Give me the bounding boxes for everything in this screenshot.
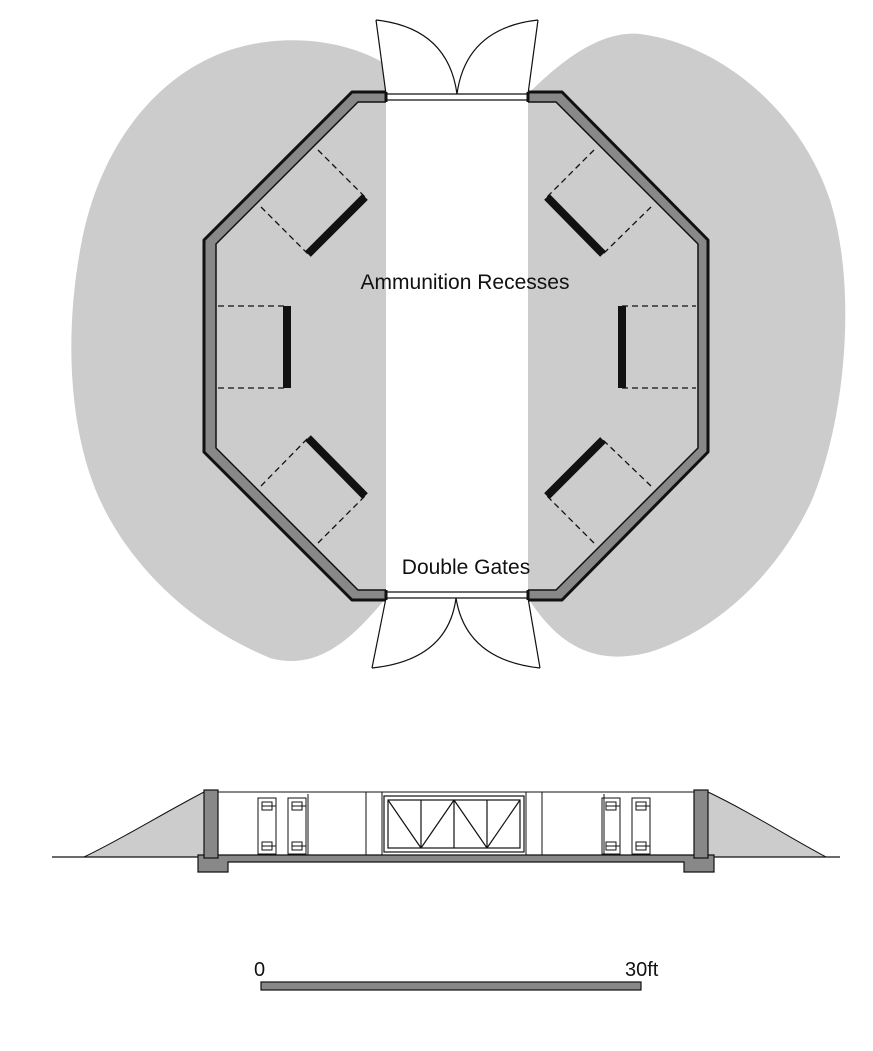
scale-end-label: 30ft [625, 959, 659, 981]
recess-bar-top-right [544, 194, 606, 257]
plan-view: Ammunition Recesses Double Gates [71, 19, 846, 669]
right-recess-shelving [601, 797, 651, 855]
ammunition-recesses-label: Ammunition Recesses [361, 271, 570, 294]
recess-bar-bottom-left [305, 435, 368, 499]
left-wall-section [203, 789, 219, 859]
scale-bar-rule [260, 981, 642, 991]
left-recess-shelving [257, 797, 307, 855]
recess-bars [283, 194, 626, 499]
gate-elevation [383, 795, 525, 853]
left-embankment [83, 791, 205, 858]
right-wall-section [693, 789, 709, 859]
scale-bar: 0 30ft [254, 959, 659, 991]
back-wall-lines [218, 791, 694, 856]
recess-bar-top-left [305, 194, 368, 257]
recess-bar-bottom-right [544, 437, 606, 499]
recess-dashed-outlines [218, 149, 696, 544]
double-gates-label: Double Gates [402, 556, 530, 579]
section-view [52, 789, 840, 873]
top-double-gate [375, 19, 539, 101]
wall-outlines [202, 90, 710, 602]
floor-slab [197, 854, 715, 873]
bottom-double-gate [371, 591, 541, 669]
right-embankment [707, 791, 827, 858]
scale-start-label: 0 [254, 959, 265, 981]
